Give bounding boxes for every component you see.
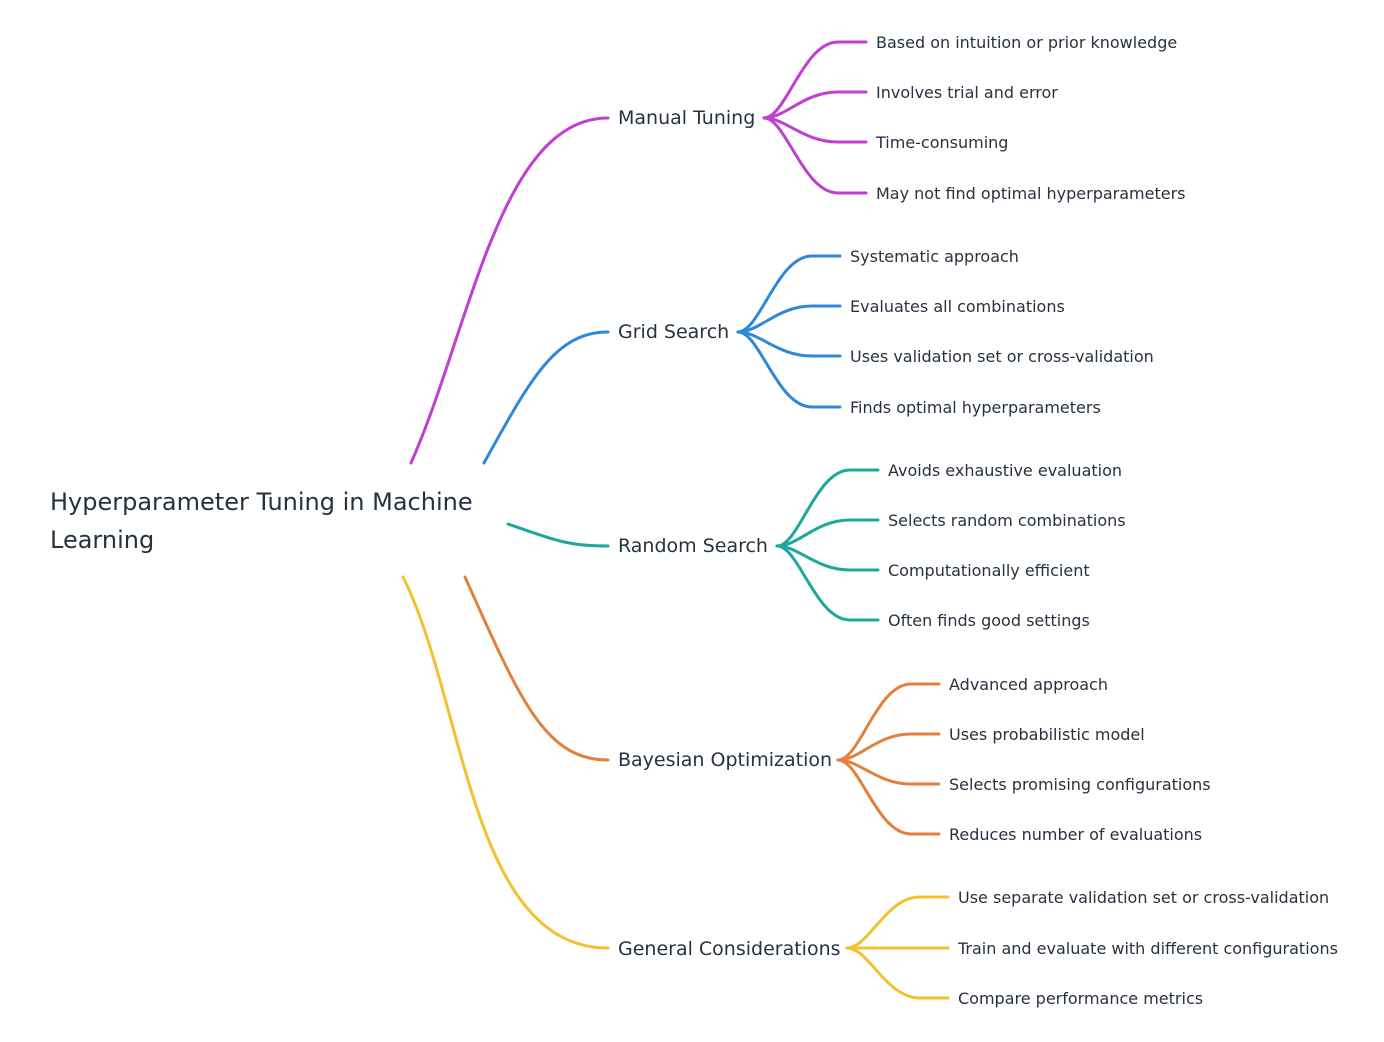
root-title-line-1: Hyperparameter Tuning in Machine: [50, 488, 473, 516]
leaf-general-3: Compare performance metrics: [958, 989, 1203, 1008]
leaf-connector-3-1: [836, 732, 941, 762]
root-title-line-2: Learning: [50, 526, 154, 554]
leaf-random-search-4: Often finds good settings: [888, 611, 1090, 630]
leaf-bayesian-1: Advanced approach: [949, 675, 1108, 694]
leaf-connector-0-3: [762, 116, 868, 195]
leaf-connector-3-2: [836, 758, 941, 786]
leaf-connector-3-3: [836, 758, 941, 836]
leaf-random-search-3: Computationally efficient: [888, 561, 1090, 580]
root-connector-2: [506, 522, 610, 548]
leaf-connector-1-0: [736, 254, 842, 334]
leaf-connector-2-1: [775, 518, 880, 548]
leaf-random-search-1: Avoids exhaustive evaluation: [888, 461, 1122, 480]
leaf-connector-2-0: [775, 468, 880, 548]
branch-grid-search: Grid Search: [618, 321, 729, 343]
leaf-grid-search-2: Evaluates all combinations: [850, 297, 1065, 316]
root-connector-0: [409, 116, 610, 465]
branch-bayesian-optimization: Bayesian Optimization: [618, 749, 832, 771]
leaf-manual-tuning-2: Involves trial and error: [876, 83, 1058, 102]
leaf-bayesian-3: Selects promising configurations: [949, 775, 1211, 794]
leaf-connector-0-0: [762, 40, 868, 120]
branch-random-search: Random Search: [618, 535, 768, 557]
leaf-connector-0-1: [762, 90, 868, 120]
leaf-grid-search-4: Finds optimal hyperparameters: [850, 398, 1101, 417]
root-connector-4: [401, 575, 610, 950]
leaf-manual-tuning-1: Based on intuition or prior knowledge: [876, 33, 1177, 52]
leaf-connector-2-2: [775, 544, 880, 572]
root-connector-1: [482, 330, 610, 465]
leaf-connector-4-2: [845, 946, 950, 1000]
leaf-general-1: Use separate validation set or cross-val…: [958, 888, 1329, 907]
leaf-connector-1-2: [736, 330, 842, 358]
branch-general-considerations: General Considerations: [618, 938, 841, 960]
leaf-random-search-2: Selects random combinations: [888, 511, 1126, 530]
leaf-connector-1-1: [736, 304, 842, 334]
leaf-connector-0-2: [762, 116, 868, 144]
leaf-connector-3-0: [836, 682, 941, 762]
connector-lines: [401, 40, 950, 1000]
leaf-connector-1-3: [736, 330, 842, 409]
leaf-manual-tuning-3: Time-consuming: [875, 133, 1008, 152]
leaf-general-2: Train and evaluate with different config…: [957, 939, 1338, 958]
leaf-bayesian-2: Uses probabilistic model: [949, 725, 1145, 744]
leaf-connector-2-3: [775, 544, 880, 622]
leaf-connector-4-0: [845, 895, 950, 950]
leaf-manual-tuning-4: May not find optimal hyperparameters: [876, 184, 1186, 203]
leaf-grid-search-3: Uses validation set or cross-validation: [850, 347, 1154, 366]
leaf-grid-search-1: Systematic approach: [850, 247, 1019, 266]
leaf-bayesian-4: Reduces number of evaluations: [949, 825, 1202, 844]
root-connector-3: [463, 575, 610, 762]
branch-manual-tuning: Manual Tuning: [618, 107, 755, 129]
